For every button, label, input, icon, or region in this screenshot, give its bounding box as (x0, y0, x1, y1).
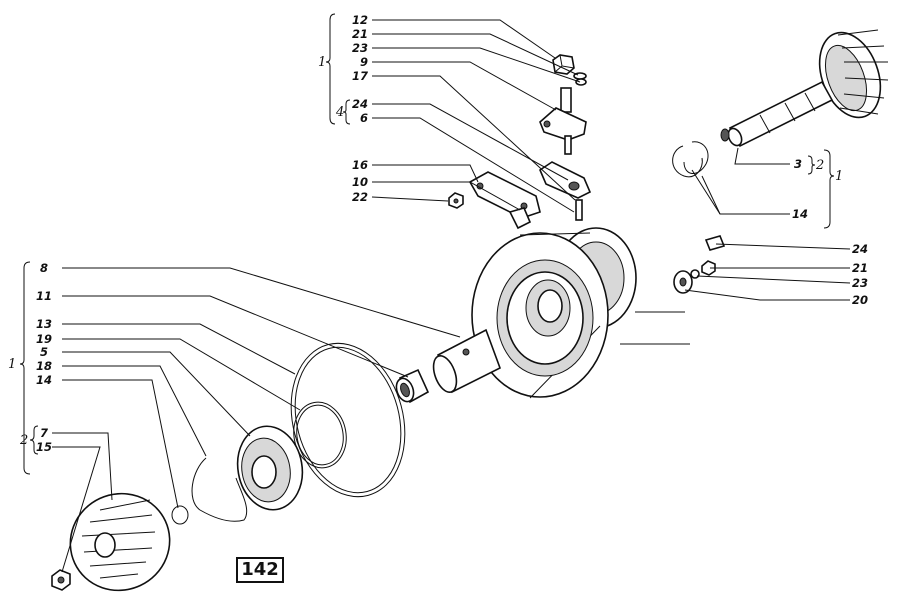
small-parts-right (673, 235, 726, 294)
bushing-11 (395, 368, 430, 404)
wire-spring-18 (191, 457, 248, 522)
seal-5 (236, 425, 304, 511)
callout-labels: 12 21 23 9 17 24 6 1 4 16 10 22 3 14 2 1… (8, 13, 868, 454)
label-20: 20 (852, 293, 868, 307)
label-8: 8 (40, 261, 48, 275)
link-16-10 (468, 171, 541, 230)
brace-label-1-top: 1 (318, 55, 326, 70)
label-21-top: 21 (352, 27, 368, 41)
compressor-housing (432, 227, 637, 399)
nut-22 (448, 192, 464, 209)
brace-label-2-right: 2 (815, 158, 824, 173)
label-6: 6 (360, 111, 368, 125)
turbine-shaft (720, 29, 889, 148)
braces (19, 13, 835, 475)
o-ring-19 (293, 401, 347, 469)
brace-label-2-left: 2 (19, 433, 28, 448)
brace-label-1-left: 1 (8, 357, 16, 372)
plate-number: 142 (241, 559, 279, 580)
label-12: 12 (352, 13, 368, 27)
plate-6 (539, 161, 592, 199)
label-5: 5 (40, 345, 48, 359)
label-16: 16 (352, 158, 368, 172)
impeller-7 (69, 492, 171, 592)
pin-17 (575, 199, 583, 221)
label-10: 10 (352, 175, 368, 189)
plate-number-box: 142 (236, 557, 284, 583)
label-18: 18 (36, 359, 52, 373)
brace-label-1-right: 1 (835, 169, 843, 184)
label-21-right: 21 (852, 261, 868, 275)
label-3: 3 (794, 157, 802, 171)
brace-label-4: 4 (335, 105, 344, 120)
lever-9 (539, 87, 587, 155)
leader-lines (52, 19, 851, 573)
label-15: 15 (36, 440, 52, 454)
label-14-right: 14 (792, 207, 808, 221)
label-22: 22 (352, 190, 368, 204)
label-7: 7 (40, 426, 48, 440)
label-23-right: 23 (852, 276, 868, 290)
label-24-right: 24 (852, 242, 868, 256)
ring-14 (171, 505, 189, 525)
label-9: 9 (360, 55, 368, 69)
label-24-top: 24 (352, 97, 368, 111)
label-17: 17 (352, 69, 368, 83)
label-11: 11 (36, 289, 52, 303)
nut-15 (51, 569, 71, 591)
label-13: 13 (36, 317, 52, 331)
label-19: 19 (36, 332, 52, 346)
retaining-rings-14 (672, 141, 709, 178)
label-14-left: 14 (36, 373, 52, 387)
washers-21-23 (573, 72, 587, 86)
label-23-top: 23 (352, 41, 368, 55)
